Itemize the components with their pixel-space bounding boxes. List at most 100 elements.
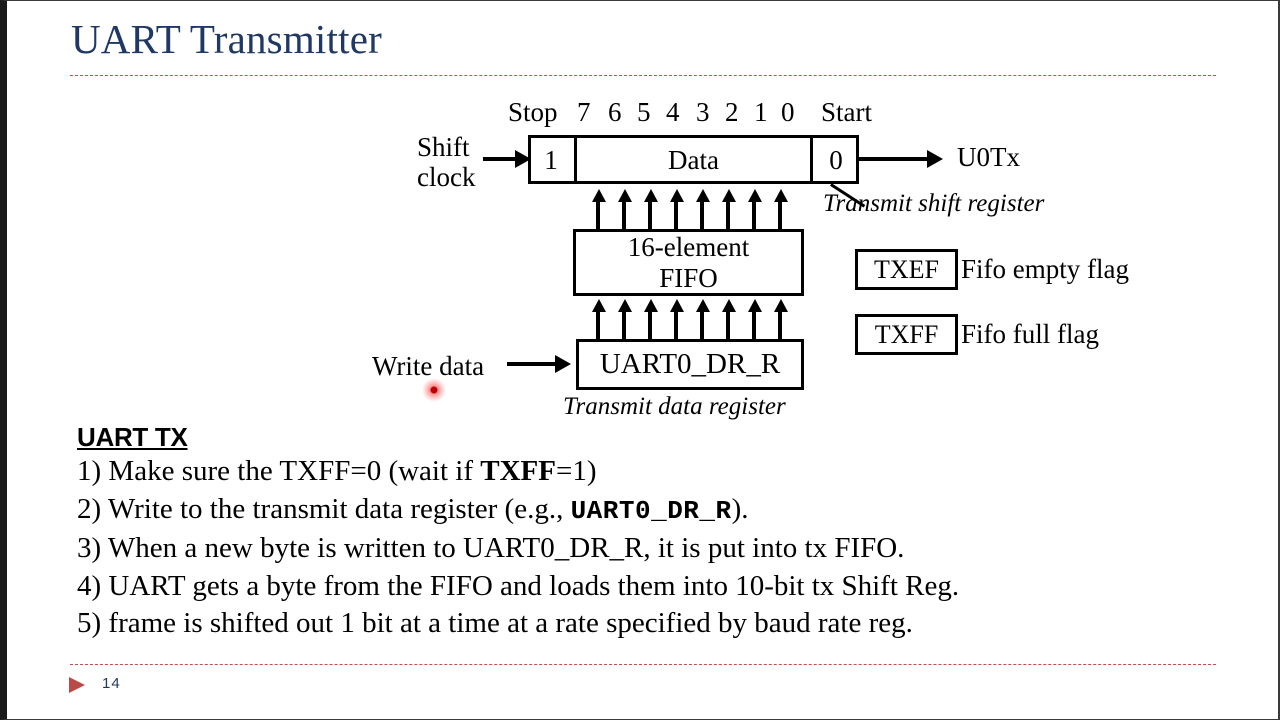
bit-label-stop: Stop xyxy=(508,97,558,127)
shift-register-divider-stop xyxy=(574,135,577,184)
uart-tx-procedure: UART TX 1) Make sure the TXFF=0 (wait if… xyxy=(77,421,1227,643)
bit-label-5: 5 xyxy=(637,97,651,127)
bit-label-1: 1 xyxy=(754,97,768,127)
dr-to-fifo-arrow-head xyxy=(722,299,736,312)
shift-register-box xyxy=(528,135,859,184)
dr-to-fifo-arrow-head xyxy=(670,299,684,312)
fifo-to-shift-arrow-head xyxy=(618,189,632,202)
dr-to-fifo-arrow-head xyxy=(748,299,762,312)
dr-to-fifo-arrow-head xyxy=(774,299,788,312)
fifo-to-shift-arrow-head xyxy=(748,189,762,202)
write-data-arrow-shaft xyxy=(507,362,559,366)
fifo-to-shift-arrow-shaft xyxy=(648,197,652,229)
shift-register-data-cell: Data xyxy=(668,145,719,175)
fifo-to-shift-arrow-head xyxy=(722,189,736,202)
txff-flag-box: TXFF xyxy=(855,314,958,355)
dr-to-fifo-arrow-head xyxy=(618,299,632,312)
fifo-to-shift-arrow-shaft xyxy=(596,197,600,229)
fifo-label-line2: FIFO xyxy=(659,262,718,293)
procedure-step-number: 1) xyxy=(77,455,102,487)
fifo-to-shift-arrow-shaft xyxy=(622,197,626,229)
dr-to-fifo-arrow-shaft xyxy=(674,307,678,339)
txef-flag-label: TXEF xyxy=(874,254,939,284)
procedure-step-text: Make sure the TXFF=0 (wait if xyxy=(101,455,481,487)
fifo-to-shift-arrow-shaft xyxy=(752,197,756,229)
shift-clock-arrow-shaft xyxy=(483,157,519,161)
bit-label-7: 7 xyxy=(577,97,591,127)
data-register-box: UART0_DR_R xyxy=(576,339,804,390)
shift-register-stop-bit: 1 xyxy=(544,145,558,175)
u0tx-arrow-head xyxy=(927,150,943,168)
dr-to-fifo-arrow-head xyxy=(696,299,710,312)
fifo-label-line1: 16-element xyxy=(627,232,750,263)
bit-label-2: 2 xyxy=(725,97,739,127)
dr-to-fifo-arrow-shaft xyxy=(648,307,652,339)
txef-flag-box: TXEF xyxy=(855,249,958,290)
bit-label-0: 0 xyxy=(781,97,795,127)
procedure-step-text: ). xyxy=(731,492,749,525)
shift-clock-label-line2: clock xyxy=(417,162,476,192)
shift-clock-label-line1: Shift xyxy=(417,132,470,162)
fifo-to-shift-arrow-shaft xyxy=(674,197,678,229)
txff-flag-description: Fifo full flag xyxy=(961,319,1099,349)
shift-register-start-bit: 0 xyxy=(829,145,843,175)
procedure-step-text: TXFF xyxy=(480,455,556,487)
procedure-heading: UART TX xyxy=(77,422,188,452)
fifo-to-shift-arrow-shaft xyxy=(726,197,730,229)
fifo-box: 16-element FIFO xyxy=(573,229,804,296)
procedure-step-list: 1) Make sure the TXFF=0 (wait if TXFF=1)… xyxy=(77,453,1227,643)
fifo-to-shift-arrow-head xyxy=(644,189,658,202)
bit-label-4: 4 xyxy=(666,97,680,127)
shift-clock-arrow-head xyxy=(515,150,531,168)
dr-to-fifo-arrow-shaft xyxy=(778,307,782,339)
dr-to-fifo-arrow-head xyxy=(592,299,606,312)
procedure-step-number: 5) xyxy=(77,607,102,639)
cursor-highlight xyxy=(422,378,446,402)
procedure-step: 3) When a new byte is written to UART0_D… xyxy=(77,530,1227,568)
fifo-to-shift-arrow-shaft xyxy=(778,197,782,229)
procedure-step: 1) Make sure the TXFF=0 (wait if TXFF=1) xyxy=(77,453,1227,491)
write-data-arrow-head xyxy=(555,355,571,373)
write-data-label: Write data xyxy=(372,351,485,381)
txff-flag-label: TXFF xyxy=(874,319,939,349)
fifo-to-shift-arrow-head xyxy=(670,189,684,202)
page-number: 14 xyxy=(102,675,121,692)
u0tx-label: U0Tx xyxy=(957,142,1020,172)
procedure-step-text: frame is shifted out 1 bit at a time at … xyxy=(101,607,913,639)
title-divider xyxy=(70,75,1216,76)
footer-divider xyxy=(70,664,1216,665)
procedure-step: 4) UART gets a byte from the FIFO and lo… xyxy=(77,568,1227,606)
dr-to-fifo-arrow-shaft xyxy=(700,307,704,339)
procedure-step: 2) Write to the transmit data register (… xyxy=(77,491,1227,531)
bit-label-3: 3 xyxy=(696,97,710,127)
dr-to-fifo-arrow-shaft xyxy=(726,307,730,339)
txef-flag-description: Fifo empty flag xyxy=(961,254,1129,284)
dr-to-fifo-arrow-shaft xyxy=(596,307,600,339)
bit-label-6: 6 xyxy=(608,97,622,127)
procedure-step-text: =1) xyxy=(555,455,597,487)
page-title: UART Transmitter xyxy=(71,16,382,62)
dr-to-fifo-arrow-shaft xyxy=(622,307,626,339)
data-register-label: UART0_DR_R xyxy=(599,348,781,381)
fifo-to-shift-arrow-head xyxy=(696,189,710,202)
procedure-step-text: UART0_DR_R xyxy=(570,495,732,526)
dr-to-fifo-arrow-head xyxy=(644,299,658,312)
procedure-step-text: Write to the transmit data register (e.g… xyxy=(101,492,571,525)
fifo-to-shift-arrow-head xyxy=(592,189,606,202)
shift-register-caption: Transmit shift register xyxy=(823,190,1045,217)
fifo-to-shift-arrow-shaft xyxy=(700,197,704,229)
u0tx-arrow-shaft xyxy=(859,157,932,161)
procedure-step-number: 4) xyxy=(77,569,102,602)
procedure-step-number: 3) xyxy=(77,532,102,564)
shift-clock-label: Shift clock xyxy=(417,132,475,192)
procedure-step-text: When a new byte is written to UART0_DR_R… xyxy=(101,532,905,564)
footer-triangle-icon xyxy=(69,677,85,693)
procedure-step-number: 2) xyxy=(77,492,102,525)
dr-to-fifo-arrow-shaft xyxy=(752,307,756,339)
shift-register-divider-start xyxy=(810,135,813,184)
procedure-step-text: UART gets a byte from the FIFO and loads… xyxy=(101,569,960,602)
data-register-caption: Transmit data register xyxy=(563,393,786,420)
procedure-step: 5) frame is shifted out 1 bit at a time … xyxy=(77,605,1227,643)
bit-label-start: Start xyxy=(821,97,872,127)
